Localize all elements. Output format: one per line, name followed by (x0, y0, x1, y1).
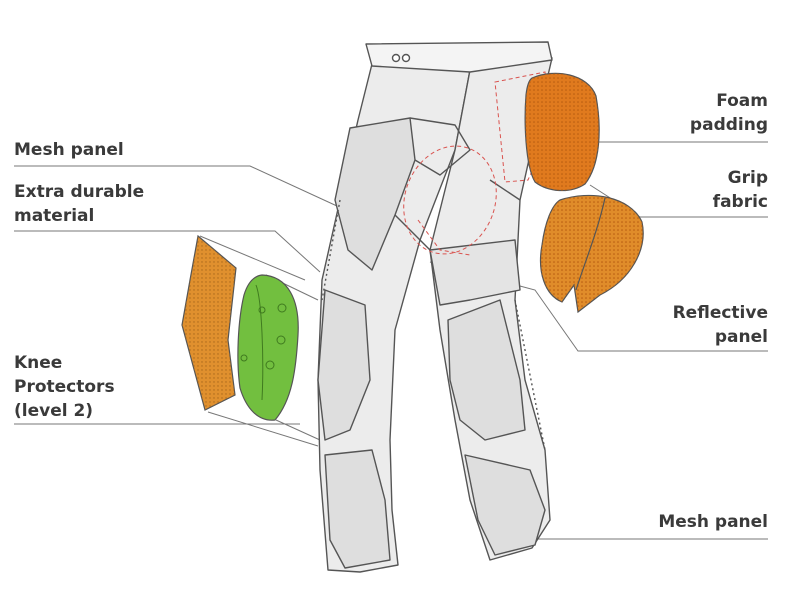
label-grip-fabric: Grip fabric (712, 168, 768, 212)
connector-durable-top (199, 235, 306, 281)
grip-fabric-texture (540, 195, 644, 312)
leader-mesh-panel-top (14, 165, 351, 213)
label-foam-padding: Foam padding (689, 91, 768, 135)
reflective-panel (429, 239, 521, 306)
label-knee-protectors: Knee Protectors (level 2) (14, 353, 115, 421)
foam-padding-texture (525, 73, 600, 191)
trousers (317, 41, 553, 573)
label-extra-durable-material: Extra durable material (14, 182, 145, 226)
label-reflective-panel: Reflective panel (672, 303, 768, 347)
mesh-panel-upper-left (334, 117, 416, 271)
label-mesh-panel-bottom: Mesh panel (658, 512, 768, 532)
knee-protector-details (240, 284, 287, 401)
connector-durable-bottom (207, 411, 319, 447)
extra-durable-texture (182, 236, 236, 410)
leader-grip-fabric (589, 184, 768, 218)
label-mesh-panel-top: Mesh panel (14, 140, 124, 160)
knee-panel-right (447, 299, 526, 441)
mesh-panel-lower-right (464, 454, 546, 556)
leader-lines (14, 141, 768, 540)
grip-fabric-seam (575, 197, 606, 291)
lower-panel-left (324, 449, 391, 569)
leader-extra-durable (14, 230, 321, 273)
waistband (365, 41, 553, 73)
connector-knee-bottom (275, 419, 321, 441)
knee-panel-left (317, 289, 371, 441)
knee-protector-shape (237, 274, 299, 421)
